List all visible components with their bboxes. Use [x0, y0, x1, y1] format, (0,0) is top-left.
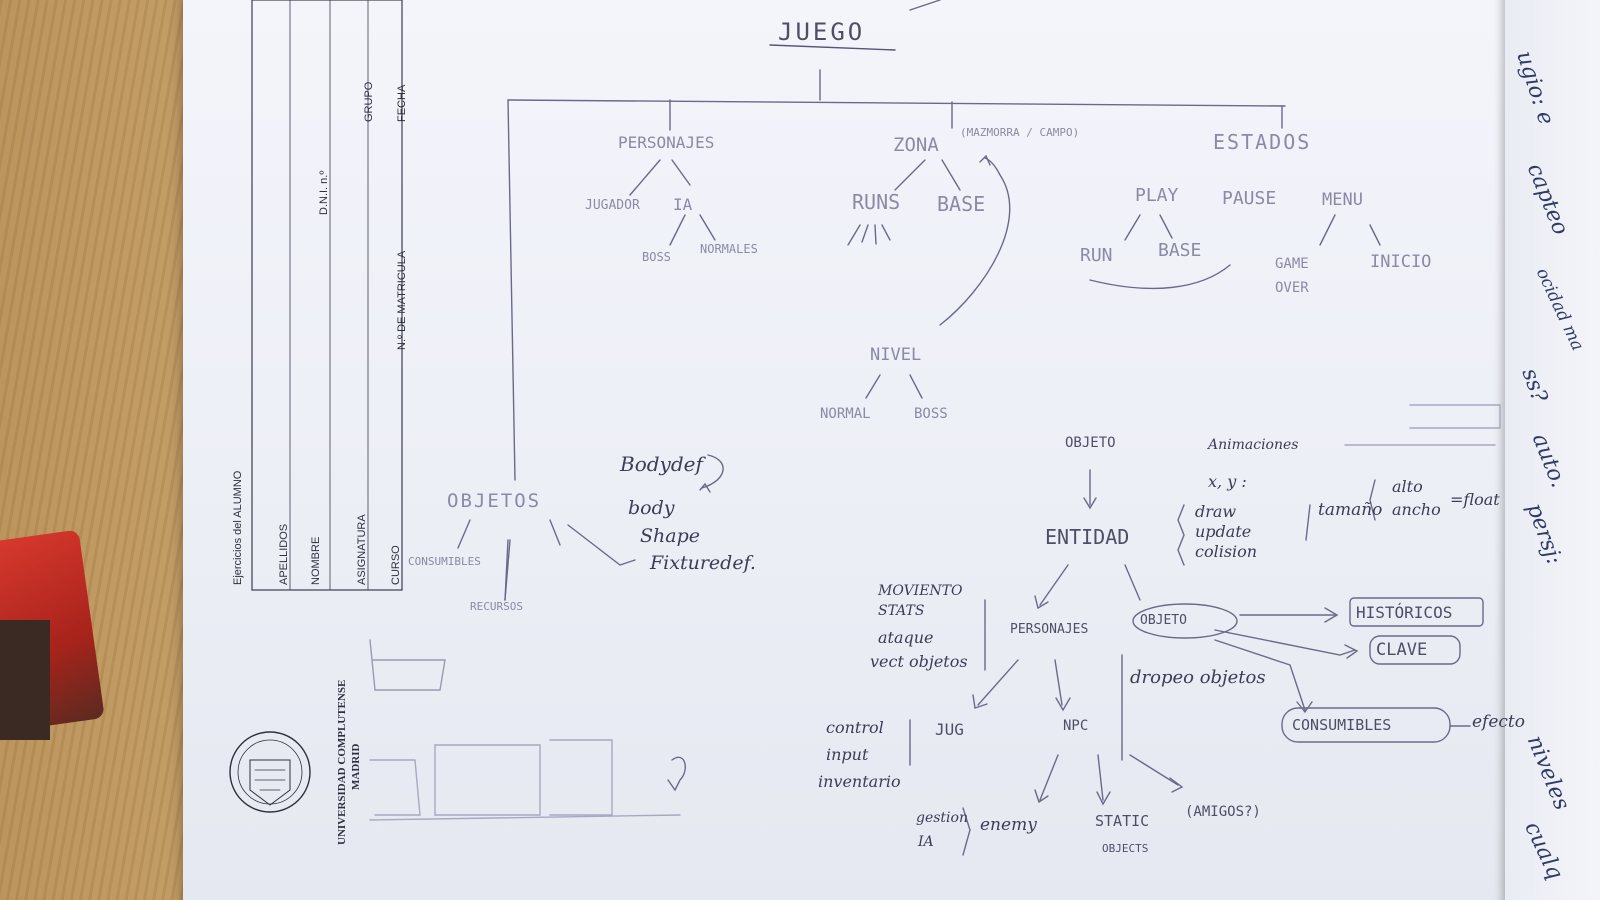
node-recursos: RECURSOS — [470, 600, 523, 613]
node-static: STATIC — [1095, 812, 1149, 830]
node-normales: NORMALES — [700, 242, 758, 256]
box2d-body: body — [628, 497, 675, 519]
node-game-over: GAME OVER — [1275, 252, 1335, 300]
node-pause: PAUSE — [1222, 188, 1276, 209]
node-entidad: ENTIDAD — [1045, 525, 1129, 549]
node-personajes: PERSONAJES — [618, 133, 714, 152]
node-personajes-entity: PERSONAJES — [1010, 622, 1088, 637]
form-dni: D.N.I. n.º — [318, 171, 330, 215]
form-header: Ejercicios del ALUMNO — [232, 471, 244, 585]
note-tamano: tamaño — [1318, 500, 1382, 520]
box2d-shape: Shape — [640, 525, 700, 547]
node-zona-note: (MAZMORRA / CAMPO) — [960, 126, 1079, 139]
node-historicos: HISTÓRICOS — [1356, 603, 1452, 622]
node-objetos: OBJETOS — [447, 490, 541, 512]
node-runs: RUNS — [852, 190, 900, 214]
node-play: PLAY — [1135, 185, 1178, 206]
node-jug: JUG — [935, 720, 964, 739]
note-colision: colision — [1195, 542, 1257, 561]
note-efecto: efecto — [1472, 712, 1525, 732]
node-npc: NPC — [1063, 718, 1088, 734]
note-gestion-ia: IA — [918, 834, 934, 850]
node-objeto-root: OBJETO — [1065, 435, 1116, 451]
form-grupo: GRUPO — [363, 82, 375, 122]
node-clave: CLAVE — [1376, 640, 1427, 660]
note-dropeo: dropeo objetos — [1130, 667, 1266, 688]
node-objects: OBJECTS — [1102, 842, 1148, 855]
node-consumibles-small: CONSUMIBLES — [408, 555, 481, 568]
node-zona: ZONA — [893, 134, 939, 156]
note-movimiento: MOVIENTO — [878, 583, 963, 599]
note-gestion: gestion — [916, 810, 968, 826]
form-nombre: NOMBRE — [310, 537, 322, 585]
node-inicio: INICIO — [1370, 252, 1431, 272]
node-estados: ESTADOS — [1213, 130, 1311, 154]
node-base-estado: BASE — [1158, 240, 1201, 261]
note-ataque: ataque — [878, 628, 934, 647]
box2d-fixturedef: Fixturedef. — [650, 552, 756, 574]
university-name: UNIVERSIDAD COMPLUTENSE — [336, 680, 348, 845]
note-alto: alto — [1392, 477, 1423, 496]
note-stats: STATS — [878, 603, 924, 619]
form-apellidos: APELLIDOS — [278, 524, 290, 585]
box2d-bodydef: Bodydef — [620, 452, 703, 476]
note-xy: x, y : — [1208, 472, 1247, 491]
node-boss-nivel: BOSS — [914, 406, 948, 422]
note-update: update — [1195, 522, 1251, 541]
note-input: input — [826, 745, 868, 764]
form-curso: CURSO — [390, 545, 402, 585]
note-inventario: inventario — [818, 772, 901, 791]
note-control: control — [826, 718, 884, 737]
node-juego: JUEGO — [778, 18, 865, 46]
form-matricula: N.º DE MATRICULA — [396, 251, 408, 350]
node-ia: IA — [673, 195, 692, 214]
form-box — [252, 0, 402, 590]
node-enemy: enemy — [980, 815, 1037, 835]
university-city: MADRID — [350, 744, 362, 790]
node-run-estado: RUN — [1080, 245, 1113, 266]
node-nivel: NIVEL — [870, 345, 921, 365]
note-draw: draw — [1195, 502, 1236, 521]
note-ancho: ancho — [1392, 500, 1441, 519]
node-menu: MENU — [1322, 190, 1363, 210]
node-boss-ia: BOSS — [642, 250, 671, 264]
node-amigos: (AMIGOS?) — [1185, 804, 1261, 820]
node-objeto-sub: OBJETO — [1140, 613, 1187, 628]
node-base-zona: BASE — [937, 192, 985, 216]
note-animaciones: Animaciones — [1208, 437, 1298, 453]
node-jugador: JUGADOR — [585, 198, 640, 213]
node-consumibles: CONSUMIBLES — [1292, 716, 1391, 734]
note-float: =float — [1450, 490, 1500, 509]
node-normal: NORMAL — [820, 406, 871, 422]
note-vect-objetos: vect objetos — [870, 652, 968, 671]
form-fecha: FECHA — [396, 85, 408, 122]
form-asignatura: ASIGNATURA — [356, 514, 368, 585]
